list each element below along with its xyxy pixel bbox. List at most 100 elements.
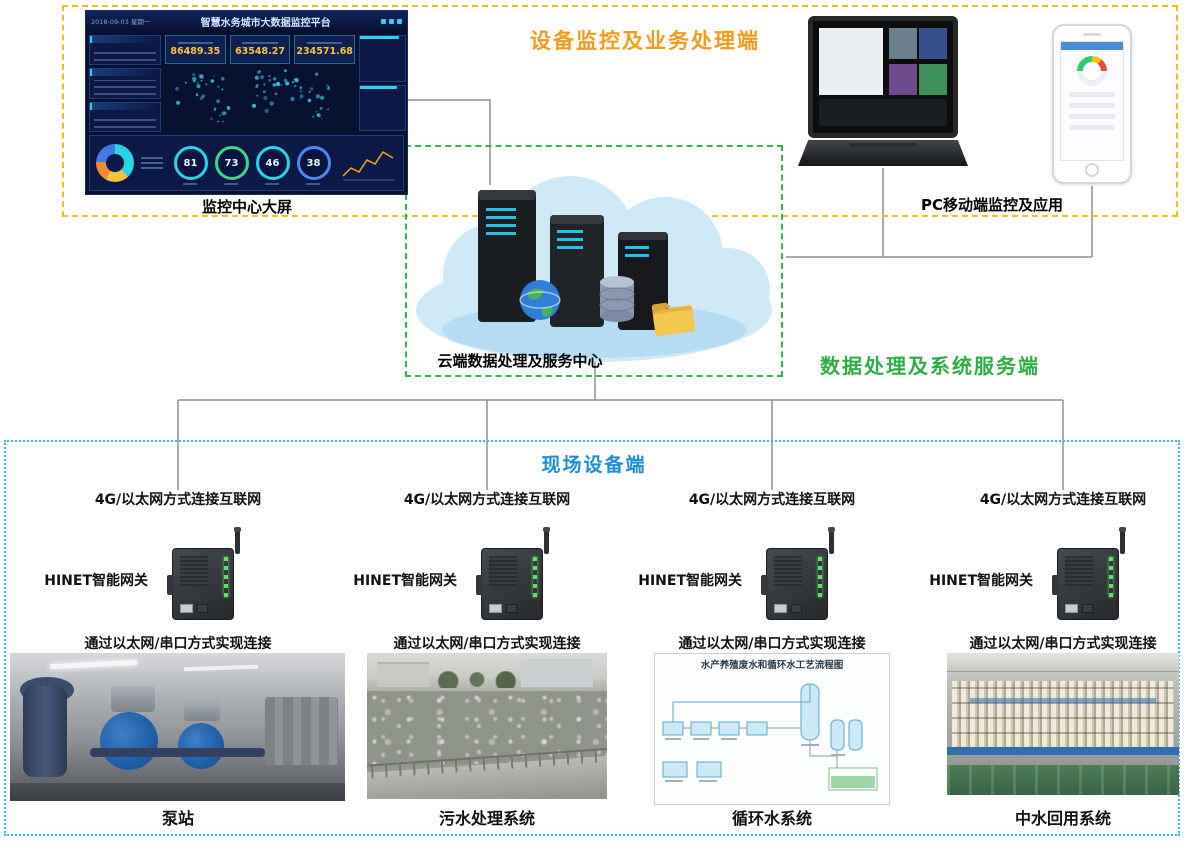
phone-home-button	[1085, 163, 1099, 177]
ethernet-port	[774, 604, 787, 613]
led-indicators	[533, 557, 537, 597]
gateway-label: HINET智能网关	[353, 573, 457, 589]
gateway-row: HINET智能网关	[317, 527, 657, 630]
flow-diagram-art	[662, 683, 878, 791]
gauge: 46	[255, 146, 290, 185]
serial-port	[1082, 604, 1093, 613]
led-indicators	[1109, 557, 1113, 597]
mounting-ear	[761, 575, 768, 595]
ethernet-port	[180, 604, 193, 613]
membrane-rack	[951, 681, 1175, 747]
gauge-value: 73	[224, 157, 239, 169]
vent-grill	[774, 556, 802, 586]
mounting-ear	[476, 575, 483, 595]
led-indicators	[224, 557, 228, 597]
site-circulating-water: 4G/以太网方式连接互联网 HINET智能网关 通过以太网/串口方式实现连接 水…	[602, 485, 942, 835]
site-pump-station: 4G/以太网方式连接互联网 HINET智能网关 通过以太网/串口方式实现连接	[8, 485, 348, 835]
donut-legend	[141, 157, 163, 169]
downlink-text: 通过以太网/串口方式实现连接	[84, 636, 272, 652]
site-sewage-treatment: 4G/以太网方式连接互联网 HINET智能网关 通过以太网/串口方式实现连接	[317, 485, 657, 835]
led-indicators	[818, 557, 822, 597]
hinet-gateway-device	[748, 527, 844, 626]
folder-icon	[651, 302, 696, 337]
laptop-screen	[808, 16, 958, 138]
dashboard-date: 2018-09-03 星期一	[91, 18, 151, 26]
kpi-box: 63548.27	[229, 35, 291, 64]
upper-pipe	[970, 698, 1156, 704]
floor	[10, 783, 345, 801]
monitor-zone-title: 设备监控及业务处理端	[530, 29, 760, 53]
database-icon	[599, 276, 635, 322]
ethernet-port	[1065, 604, 1078, 613]
field-zone-border	[4, 440, 1180, 836]
gauge-value: 38	[306, 157, 321, 169]
gauge-row: 81 73 46 38	[170, 146, 334, 185]
equipment-rack	[264, 697, 339, 766]
phone-speaker	[1083, 33, 1101, 36]
uplink-text: 4G/以太网方式连接互联网	[403, 492, 571, 508]
site-name: 污水处理系统	[438, 809, 535, 828]
uplink-text: 4G/以太网方式连接互联网	[688, 492, 856, 508]
dashboard-menu-icons	[381, 18, 402, 24]
downlink-text: 通过以太网/串口方式实现连接	[678, 636, 866, 652]
aeration-basin-water	[367, 690, 607, 764]
cloud-servers-art	[416, 176, 772, 362]
world-map-dots	[175, 69, 330, 123]
gateway-label: HINET智能网关	[929, 573, 1033, 589]
dashboard-left-panels	[89, 35, 161, 132]
gateway-body	[1052, 548, 1119, 620]
stat-panel	[89, 101, 161, 132]
stat-panel	[89, 68, 161, 99]
service-zone-title: 数据处理及系统服务端	[820, 354, 1040, 378]
dashboard-right-panels	[359, 35, 406, 131]
site-reclaimed-water: 4G/以太网方式连接互联网 HINET智能网关 通过以太网/串口方式实现连接	[893, 485, 1188, 835]
gateway-row: HINET智能网关	[8, 527, 348, 630]
uplink-text: 4G/以太网方式连接互联网	[94, 492, 262, 508]
ceiling-light	[184, 665, 258, 672]
laptop	[798, 16, 968, 170]
pump-motor	[110, 685, 155, 712]
gauge-value: 81	[183, 157, 198, 169]
monitor-dashboard-screenshot: 2018-09-03 星期一 智慧水务城市大数据监控平台 86489.35 63…	[85, 10, 408, 195]
gateway-row: HINET智能网关	[893, 527, 1188, 630]
cloud-caption: 云端数据处理及服务中心	[437, 352, 603, 370]
laptop-screen-image	[813, 21, 953, 133]
gateway-row: HINET智能网关	[602, 527, 942, 630]
trees	[429, 670, 526, 689]
antenna-icon	[543, 527, 550, 554]
gateway-label: HINET智能网关	[44, 573, 148, 589]
laptop-base	[798, 140, 968, 166]
antenna-icon	[234, 527, 241, 554]
ceiling	[947, 653, 1179, 673]
serial-port	[791, 604, 802, 613]
main-pipe	[23, 685, 67, 778]
vent-grill	[180, 556, 208, 586]
blue-pipe	[947, 746, 1179, 755]
dashboard-header: 2018-09-03 星期一 智慧水务城市大数据监控平台	[86, 11, 407, 31]
rack-frame	[951, 681, 1175, 747]
globe-icon	[519, 280, 561, 320]
gauge: 38	[296, 146, 331, 185]
downlink-text: 通过以太网/串口方式实现连接	[393, 636, 581, 652]
kpi-box: 86489.35	[165, 35, 226, 64]
phone-list-rows	[1061, 92, 1123, 130]
hinet-gateway-device	[463, 527, 559, 626]
world-map-panel	[165, 67, 355, 131]
process-flow-diagram: 水产养殖废水和循环水工艺流程图	[654, 653, 890, 805]
dashboard-bottom-row: 81 73 46 38	[89, 135, 404, 191]
pump-volute	[177, 722, 224, 769]
vent-grill	[1065, 556, 1093, 586]
gauge-value: 46	[265, 157, 280, 169]
gauge: 73	[214, 146, 249, 185]
stat-panel	[89, 35, 161, 66]
pc-mobile-caption: PC移动端监控及应用	[920, 196, 1063, 214]
phone-gauge-chart	[1077, 56, 1107, 86]
gateway-body	[761, 548, 828, 620]
background-building	[376, 661, 430, 688]
membrane-system-photo	[947, 653, 1179, 795]
mounting-ear	[167, 575, 174, 595]
smartphone	[1052, 24, 1132, 184]
kpi-value: 86489.35	[170, 46, 221, 57]
uplink-text: 4G/以太网方式连接互联网	[979, 492, 1147, 508]
